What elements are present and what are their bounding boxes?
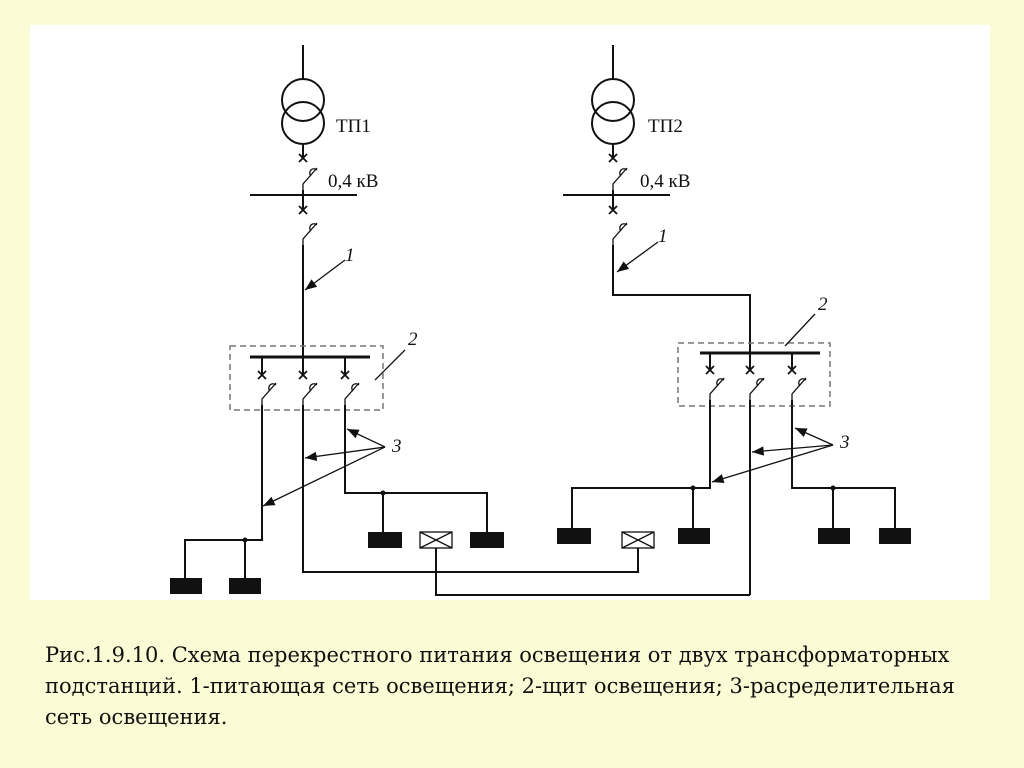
lamp	[557, 528, 591, 544]
lamp	[678, 528, 710, 544]
substation-2: ТП2 0,4 кВ 1	[563, 45, 751, 353]
emergency-lamp	[621, 531, 655, 549]
transformer-icon	[281, 78, 325, 122]
lighting-panel-1: 2	[229, 329, 418, 411]
lamp	[879, 528, 911, 544]
callout-3-right: 3	[839, 432, 850, 453]
callout-3-left: 3	[391, 436, 402, 457]
label-tp1: ТП1	[336, 116, 371, 137]
lamp	[470, 532, 504, 548]
label-tp2: ТП2	[648, 116, 683, 137]
diagram-area	[30, 25, 990, 600]
callout-2-right: 2	[818, 294, 828, 315]
lighting-panel-2: 2	[677, 294, 831, 407]
callout-1-right: 1	[658, 226, 668, 247]
callout-1-left: 1	[345, 245, 355, 266]
lamp	[368, 532, 402, 548]
substation-1: ТП1 0,4 кВ 1	[250, 45, 378, 357]
callout-2-left: 2	[408, 329, 418, 350]
label-voltage-2: 0,4 кВ	[640, 171, 690, 192]
lamp	[818, 528, 850, 544]
lamp	[170, 578, 202, 594]
lamp	[229, 578, 261, 594]
transformer-icon	[591, 78, 635, 122]
label-voltage-1: 0,4 кВ	[328, 171, 378, 192]
figure-caption: Рис.1.9.10. Схема перекрестного питания …	[45, 643, 955, 729]
distribution-network-2: 3	[557, 400, 911, 595]
distribution-network-1: 3	[170, 405, 750, 596]
emergency-lamp	[419, 531, 453, 549]
